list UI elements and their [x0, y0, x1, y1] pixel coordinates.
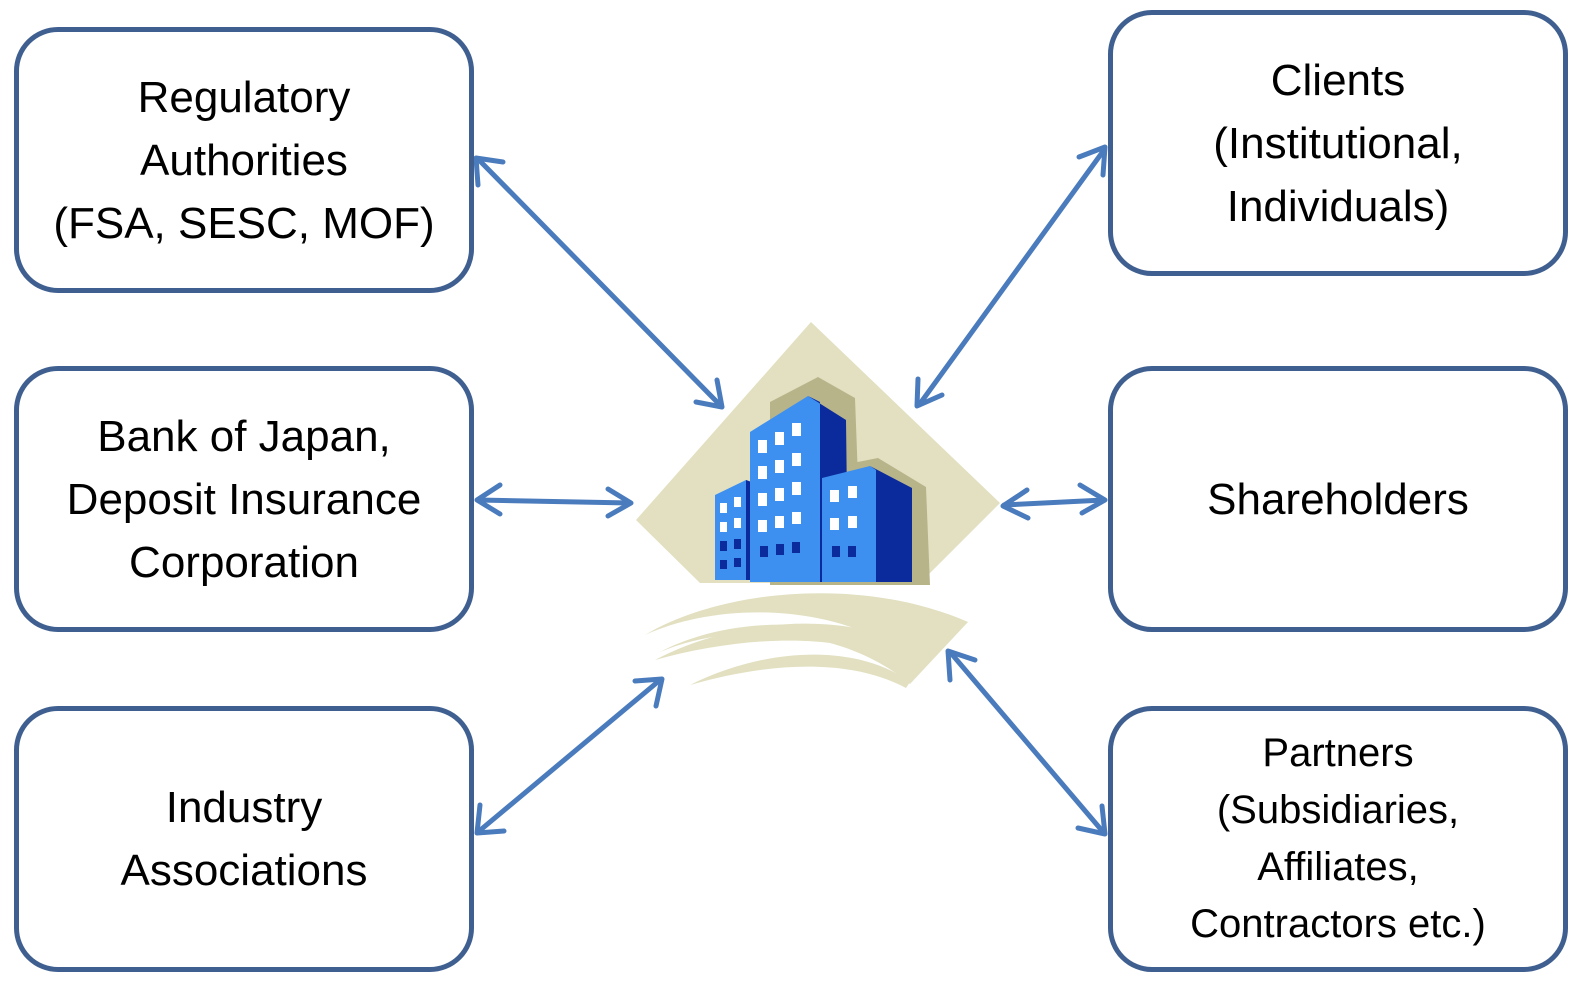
- box-line: Clients: [1270, 55, 1406, 105]
- arrow-boj: [475, 497, 633, 506]
- building-center-front: [750, 396, 820, 582]
- box-line: Contractors etc.): [1190, 902, 1486, 946]
- clients-box: Clients (Institutional, Individuals): [1108, 10, 1568, 276]
- box-line: Deposit Insurance: [66, 474, 422, 524]
- box-line: Industry: [165, 783, 323, 832]
- arrow-partners: [947, 649, 1107, 836]
- bank-of-japan-box: Bank of Japan, Deposit Insurance Corpora…: [14, 366, 474, 632]
- box-line: Corporation: [129, 537, 359, 587]
- box-line: (Institutional,: [1213, 118, 1463, 168]
- building-windows-dark: [720, 539, 856, 569]
- building-windows: [720, 423, 857, 532]
- box-line: Associations: [120, 846, 368, 895]
- box-line: Bank of Japan,: [97, 411, 391, 461]
- partners-box: Partners (Subsidiaries, Affiliates, Cont…: [1108, 706, 1568, 972]
- arrow-clients: [916, 147, 1107, 408]
- shareholders-box: Shareholders: [1108, 366, 1568, 632]
- box-line: Shareholders: [1207, 474, 1469, 524]
- office-building-icon: [636, 322, 1000, 688]
- box-line: Partners: [1262, 731, 1414, 775]
- arrow-shareholders: [1001, 497, 1107, 508]
- industry-associations-box: Industry Associations: [14, 706, 474, 972]
- box-line: Individuals): [1226, 181, 1450, 231]
- building-right-side: [870, 466, 912, 582]
- box-line: (Subsidiaries,: [1216, 788, 1460, 832]
- box-line: Regulatory: [137, 72, 351, 122]
- arrow-industry: [475, 677, 663, 835]
- regulatory-authorities-box: Regulatory Authorities (FSA, SESC, MOF): [14, 27, 474, 293]
- arrow-regulatory: [476, 157, 723, 408]
- building-base-swoosh: [645, 593, 968, 688]
- box-line: Authorities: [140, 135, 348, 185]
- box-line: (FSA, SESC, MOF): [53, 198, 435, 248]
- box-line: Affiliates,: [1257, 845, 1419, 889]
- connector-arrows: [473, 144, 1108, 837]
